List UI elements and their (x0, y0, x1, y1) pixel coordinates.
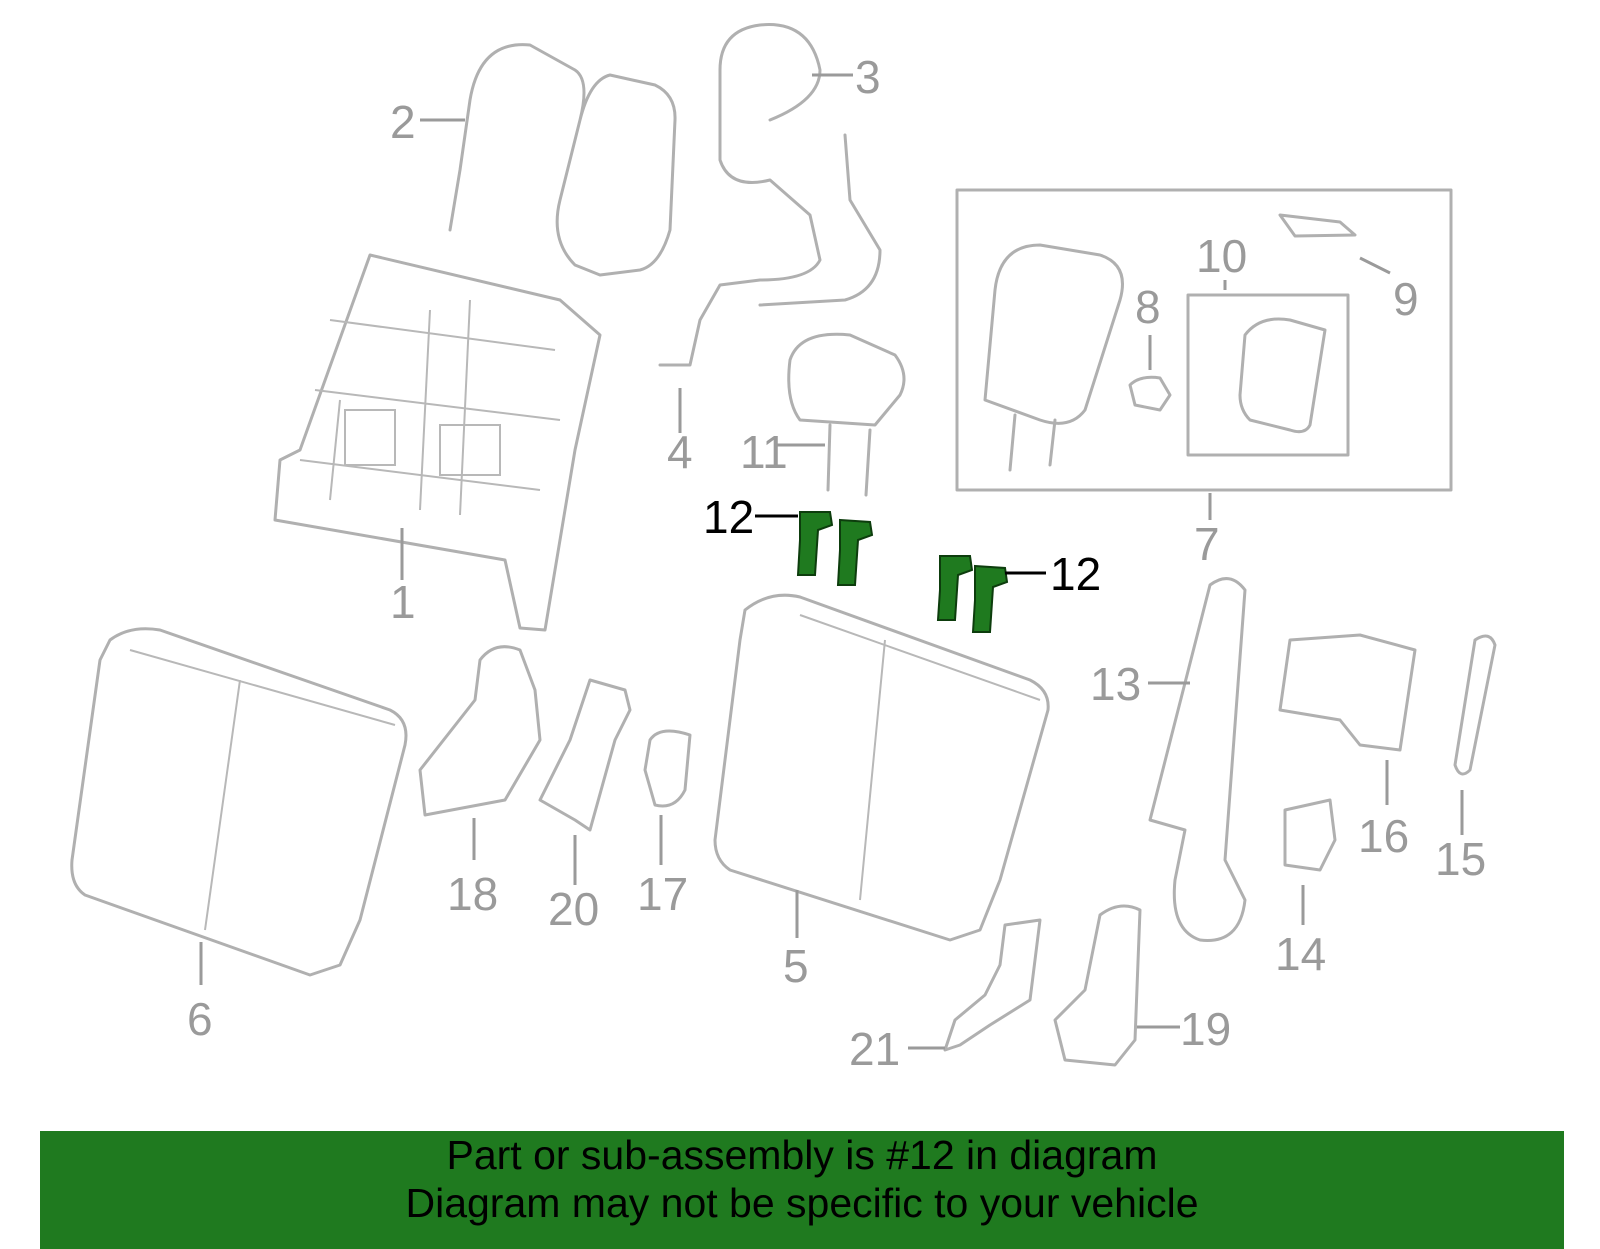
part-6-seatback-cushion[interactable] (70, 627, 408, 977)
callout-8: 8 (1135, 281, 1161, 333)
info-banner: Part or sub-assembly is #12 in diagram D… (40, 1131, 1564, 1249)
callout-17: 17 (637, 868, 688, 920)
banner-line-2: Diagram may not be specific to your vehi… (405, 1180, 1199, 1226)
part-3-cable[interactable] (658, 23, 882, 367)
callout-11: 11 (740, 426, 788, 478)
callout-21: 21 (849, 1023, 900, 1075)
callout-2: 2 (390, 96, 416, 148)
part-12-headrest-guides[interactable] (796, 511, 1009, 633)
part-17-cover[interactable] (643, 729, 692, 808)
callout-6: 6 (187, 993, 213, 1045)
part-5-seatback-cushion[interactable] (713, 593, 1050, 942)
callout-18: 18 (447, 868, 498, 920)
part-1-seatback-frame[interactable] (273, 253, 602, 632)
callout-5: 5 (783, 940, 809, 992)
callout-13: 13 (1090, 658, 1141, 710)
callout-3: 3 (855, 51, 881, 103)
callout-1: 1 (390, 576, 416, 628)
callout-9: 9 (1393, 273, 1419, 325)
callout-15: 15 (1435, 833, 1486, 885)
part-21-bracket[interactable] (943, 918, 1042, 1052)
part-11-headrest[interactable] (787, 332, 906, 497)
callout-20: 20 (548, 883, 599, 935)
callout-12-left: 12 (703, 491, 754, 543)
leader-lines (199, 73, 1464, 1050)
callout-4: 4 (667, 426, 693, 478)
callout-12-right: 12 (1050, 548, 1101, 600)
part-20-bracket[interactable] (538, 678, 632, 832)
part-2-cable[interactable] (448, 43, 677, 277)
part-15-trim-strip[interactable] (1453, 634, 1497, 776)
part-16-bracket[interactable] (1278, 633, 1417, 752)
callout-14: 14 (1275, 928, 1326, 980)
callout-7: 7 (1194, 518, 1220, 570)
banner-line-1: Part or sub-assembly is #12 in diagram (446, 1132, 1158, 1178)
parts-diagram: 1 2 3 4 5 6 7 8 9 10 11 12 12 13 14 15 1… (70, 23, 1497, 1075)
part-19-side-panel[interactable] (1053, 904, 1142, 1067)
part-14-bracket[interactable] (1283, 798, 1337, 872)
part-7-headrest-assembly-box[interactable] (955, 188, 1453, 492)
callout-16: 16 (1358, 810, 1409, 862)
callout-labels: 1 2 3 4 5 6 7 8 9 10 11 12 12 13 14 15 1… (187, 51, 1486, 1075)
callout-19: 19 (1180, 1003, 1231, 1055)
callout-10: 10 (1196, 230, 1247, 282)
part-13-belt[interactable] (1148, 577, 1247, 942)
part-18-side-panel[interactable] (418, 645, 542, 817)
